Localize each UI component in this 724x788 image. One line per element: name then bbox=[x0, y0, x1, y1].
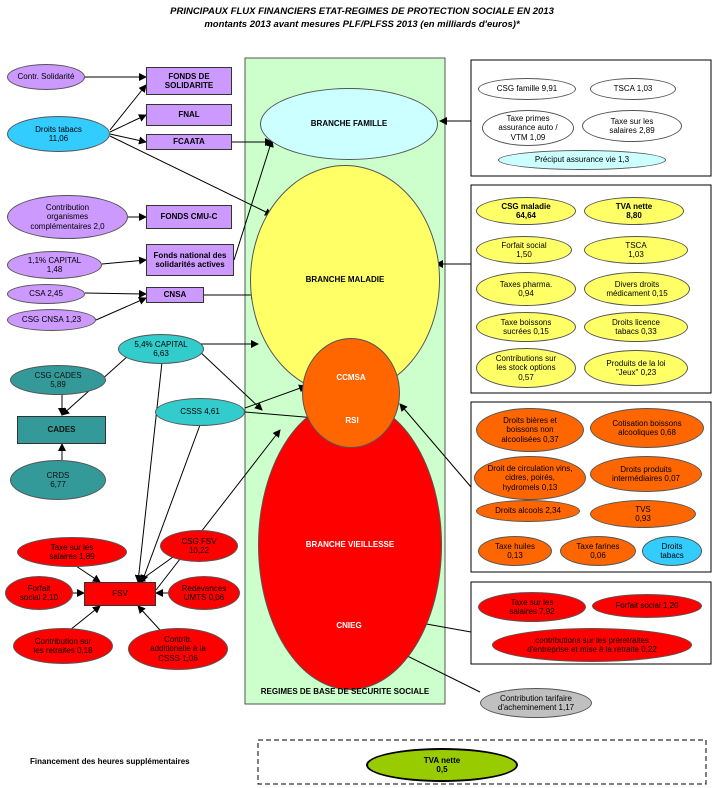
droit-circulation-vins: Droit de circulation vins, cidres, poiré… bbox=[474, 456, 586, 500]
regimes-label: REGIMES DE BASE DE SECURITE SOCIALE bbox=[260, 687, 430, 697]
rsi-label: RSI bbox=[345, 416, 359, 426]
divers-droits-medicament: Divers droits médicament 0,15 bbox=[584, 272, 690, 306]
tvs: TVS 0,93 bbox=[590, 500, 696, 528]
redevances-umts: Redevances UMTS 0,06 bbox=[168, 576, 240, 610]
contrib-additionelle: Contrib. additionelle à la CSSS 1,06 bbox=[128, 628, 228, 670]
csg-cades: CSG CADES 5,89 bbox=[10, 365, 106, 395]
taxe-primes-assurance: Taxe primes assurance auto / VTM 1,09 bbox=[482, 110, 574, 146]
csg-famille: CSG famille 9,91 bbox=[478, 78, 576, 100]
fonds-solidarite: FONDS DE SOLIDARITE bbox=[146, 67, 232, 95]
contribution-organismes: Contribution organismes complémentaires … bbox=[7, 195, 128, 239]
preciput-assurance-vie: Préciput assurance vie 1,3 bbox=[498, 150, 666, 170]
taxes-pharma: Taxes pharma. 0,94 bbox=[476, 272, 576, 306]
droits-licence-tabacs: Droits licence tabacs 0,33 bbox=[584, 312, 688, 342]
tsca-maladie: TSCA 1,03 bbox=[584, 236, 688, 264]
cades: CADES bbox=[17, 416, 106, 444]
contributions-stock-options: Contributions sur les stock options 0,57 bbox=[476, 348, 576, 388]
csa: CSA 2,45 bbox=[7, 284, 85, 304]
cotisation-boissons: Cotisation boissons alcooliques 0,68 bbox=[590, 408, 704, 448]
cnieg-label: CNIEG bbox=[336, 621, 362, 631]
contributions-preretraites: contributions sur les préretraites d'ent… bbox=[492, 628, 692, 662]
droits-bieres: Droits bières et boissons non alcoolisée… bbox=[476, 408, 584, 452]
tva-nette-heures-sup: TVA nette 0,5 bbox=[366, 748, 518, 782]
taxe-salaires-cnieg: Taxe sur les salaires 7,92 bbox=[478, 592, 586, 622]
capital-1-1: 1,1% CAPITAL 1,48 bbox=[7, 251, 102, 279]
forfait-social-fsv: Forfait social 2,10 bbox=[5, 576, 73, 610]
tsca-famille: TSCA 1,03 bbox=[590, 78, 676, 100]
ccmsa-rsi: CCMSA bbox=[302, 338, 400, 448]
heures-sup-label: Financement des heures supplémentaires bbox=[30, 757, 190, 767]
produits-loi-jeux: Produits de la loi "Jeux" 0,23 bbox=[584, 350, 688, 386]
contribution-retraites: Contribution sur les retraites 0,18 bbox=[13, 628, 113, 664]
forfait-social-cnieg: Forfait social 1,20 bbox=[592, 594, 702, 618]
droits-alcools: Droits alcools 2,34 bbox=[476, 500, 580, 522]
csss: CSSS 4,61 bbox=[155, 398, 245, 426]
fcaata: FCAATA bbox=[146, 134, 232, 150]
fnal: FNAL bbox=[146, 104, 232, 126]
crds: CRDS 6,77 bbox=[10, 460, 106, 500]
taxe-salaires-famille: Taxe sur les salaires 2,89 bbox=[582, 110, 682, 142]
taxe-boissons-sucrees: Taxe boissons sucrées 0,15 bbox=[476, 312, 576, 342]
taxe-salaires-fsv: Taxe sur les salaires 1,89 bbox=[17, 537, 127, 567]
fsv: FSV bbox=[84, 582, 156, 606]
taxe-farines: Taxe farines 0,06 bbox=[560, 536, 636, 566]
fonds-cmu-c: FONDS CMU-C bbox=[146, 205, 232, 229]
branche-vieillesse: BRANCHE VIEILLESSE bbox=[258, 400, 442, 690]
diagram-title: PRINCIPAUX FLUX FINANCIERS ETAT-REGIMES … bbox=[170, 6, 554, 17]
branche-famille: BRANCHE FAMILLE bbox=[260, 88, 438, 160]
droits-produits-intermediaires: Droits produits intermédiaires 0,07 bbox=[590, 456, 702, 492]
cnsa: CNSA bbox=[146, 287, 204, 303]
forfait-social-maladie: Forfait social 1,50 bbox=[476, 236, 572, 264]
csg-maladie: CSG maladie 64,64 bbox=[476, 197, 576, 225]
fonds-national-solidarites: Fonds national des solidarités actives bbox=[146, 244, 234, 276]
ccmsa-label: CCMSA bbox=[336, 373, 366, 382]
tva-nette-maladie: TVA nette 8,80 bbox=[584, 197, 684, 225]
contribution-tarifaire: Contribution tarifaire d'acheminement 1,… bbox=[480, 688, 592, 718]
csg-cnsa: CSG CNSA 1,23 bbox=[7, 309, 96, 331]
diagram-subtitle: montants 2013 avant mesures PLF/PLFSS 20… bbox=[204, 19, 520, 30]
csg-fsv: CSG FSV 10,22 bbox=[160, 530, 238, 562]
droits-tabacs: Droits tabacs 11,06 bbox=[7, 116, 110, 152]
contr-solidarite: Contr. Solidarité bbox=[7, 64, 85, 90]
droits-tabacs-vieillesse: Droits tabacs bbox=[642, 536, 702, 566]
taxe-huiles: Taxe huiles 0,13 bbox=[478, 536, 552, 566]
capital-5-4: 5,4% CAPITAL 6,63 bbox=[118, 334, 204, 364]
